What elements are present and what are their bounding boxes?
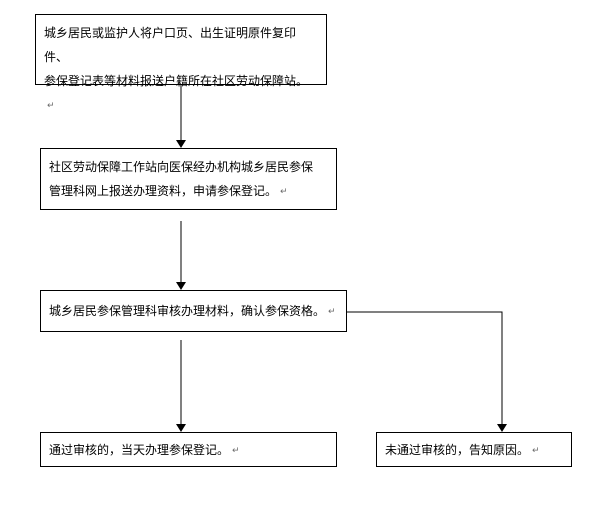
paragraph-mark-icon: ↵ <box>280 187 288 197</box>
outcome-approved: 通过审核的，当天办理参保登记。↵ <box>40 432 337 467</box>
step-submit-line-1: 城乡居民或监护人将户口页、出生证明原件复印件、 <box>44 26 297 64</box>
step-report-line-2: 管理科网上报送办理资料，申请参保登记。↵ <box>49 184 288 198</box>
outcome-rejected-line-1: 未通过审核的，告知原因。↵ <box>385 443 540 457</box>
step-review-materials: 城乡居民参保管理科审核办理材料，确认参保资格。↵ <box>40 290 347 332</box>
step-submit-materials: 城乡居民或监护人将户口页、出生证明原件复印件、 参保登记表等材料报送户籍所在社区… <box>35 14 327 111</box>
outcome-approved-line-1: 通过审核的，当天办理参保登记。↵ <box>49 443 240 457</box>
paragraph-mark-icon: ↵ <box>232 446 240 456</box>
paragraph-mark-icon: ↵ <box>328 307 336 317</box>
paragraph-mark-icon: ↵ <box>532 446 540 456</box>
outcome-rejected: 未通过审核的，告知原因。↵ <box>376 432 572 467</box>
paragraph-mark-icon: ↵ <box>47 101 55 111</box>
step-online-report: 社区劳动保障工作站向医保经办机构城乡居民参保 管理科网上报送办理资料，申请参保登… <box>40 148 337 210</box>
step-submit-line-2: 参保登记表等材料报送户籍所在社区劳动保障站。↵ <box>44 74 309 111</box>
step-review-line-1: 城乡居民参保管理科审核办理材料，确认参保资格。↵ <box>49 304 336 318</box>
step-report-line-1: 社区劳动保障工作站向医保经办机构城乡居民参保 <box>49 160 314 174</box>
arrow-review-to-rejected <box>347 311 507 432</box>
